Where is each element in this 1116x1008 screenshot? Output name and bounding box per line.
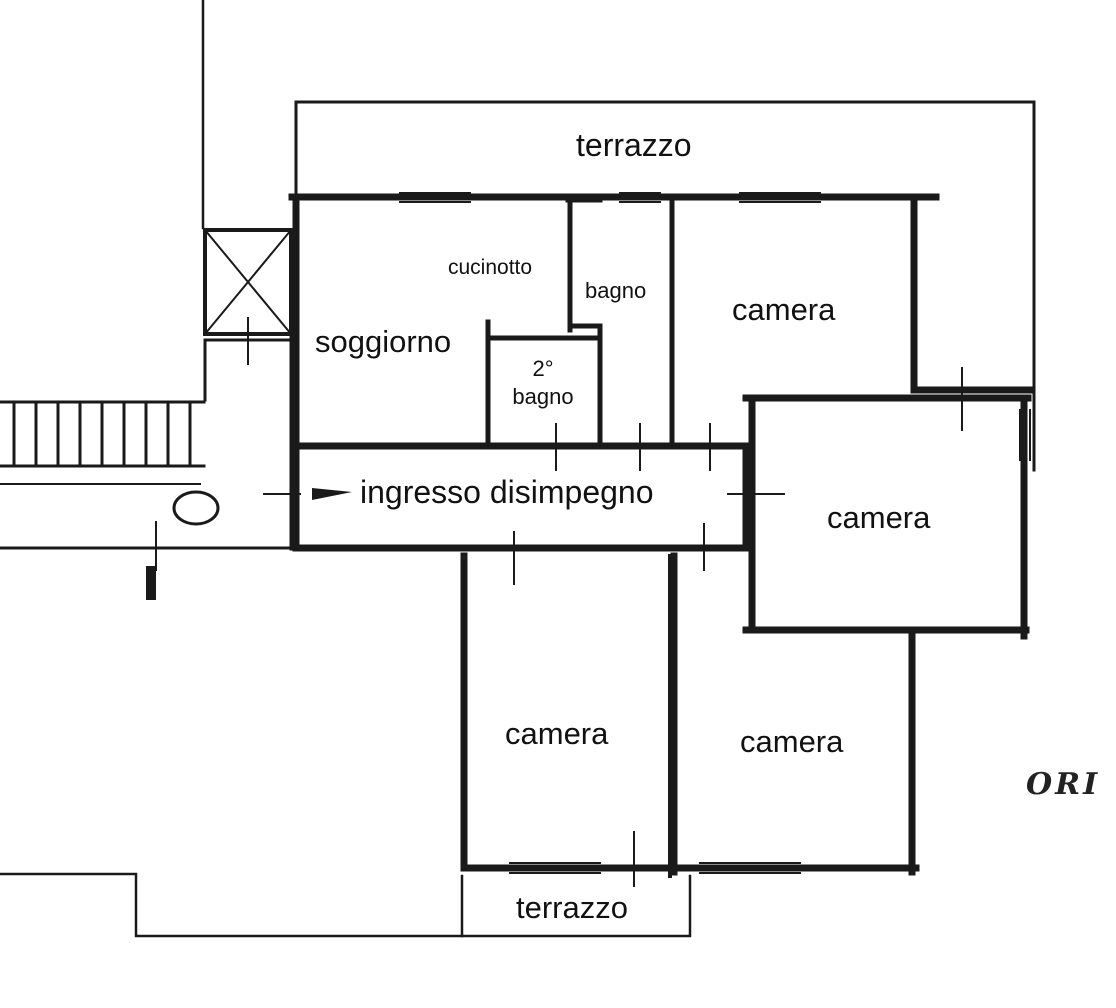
room-label-ingresso-disimpegno: ingresso disimpegno	[360, 474, 654, 510]
door-marks	[155, 317, 963, 887]
room-label-secondo-bagno-name: bagno	[512, 384, 574, 409]
orientation-label: ORI	[1026, 767, 1101, 802]
room-label-bagno: bagno	[585, 278, 647, 303]
room-label-secondo-bagno: 2° bagno	[500, 358, 586, 408]
room-label-cucinotto: cucinotto	[448, 256, 533, 279]
plant-symbol	[172, 490, 220, 526]
windows	[399, 192, 1031, 874]
exterior-walls	[288, 193, 1034, 876]
room-label-camera-top-right: camera	[732, 292, 836, 327]
room-label-terrazzo-top: terrazzo	[576, 127, 692, 163]
terrace-bottom-outline	[0, 872, 692, 938]
room-label-camera-bottom-right: camera	[740, 724, 844, 759]
terrace-top-outline	[294, 100, 1036, 472]
room-label-terrazzo-bottom: terrazzo	[516, 890, 628, 925]
room-label-secondo-bagno-number: 2°	[532, 356, 554, 381]
room-label-soggiorno: soggiorno	[315, 324, 452, 359]
stair-landing	[203, 228, 295, 551]
stair-steps	[0, 400, 294, 550]
room-label-camera-right: camera	[827, 500, 931, 535]
room-label-camera-bottom-left: camera	[505, 716, 609, 751]
entry-arrow-icon	[312, 488, 352, 500]
interior-walls	[485, 197, 675, 878]
step-marker	[146, 566, 156, 600]
